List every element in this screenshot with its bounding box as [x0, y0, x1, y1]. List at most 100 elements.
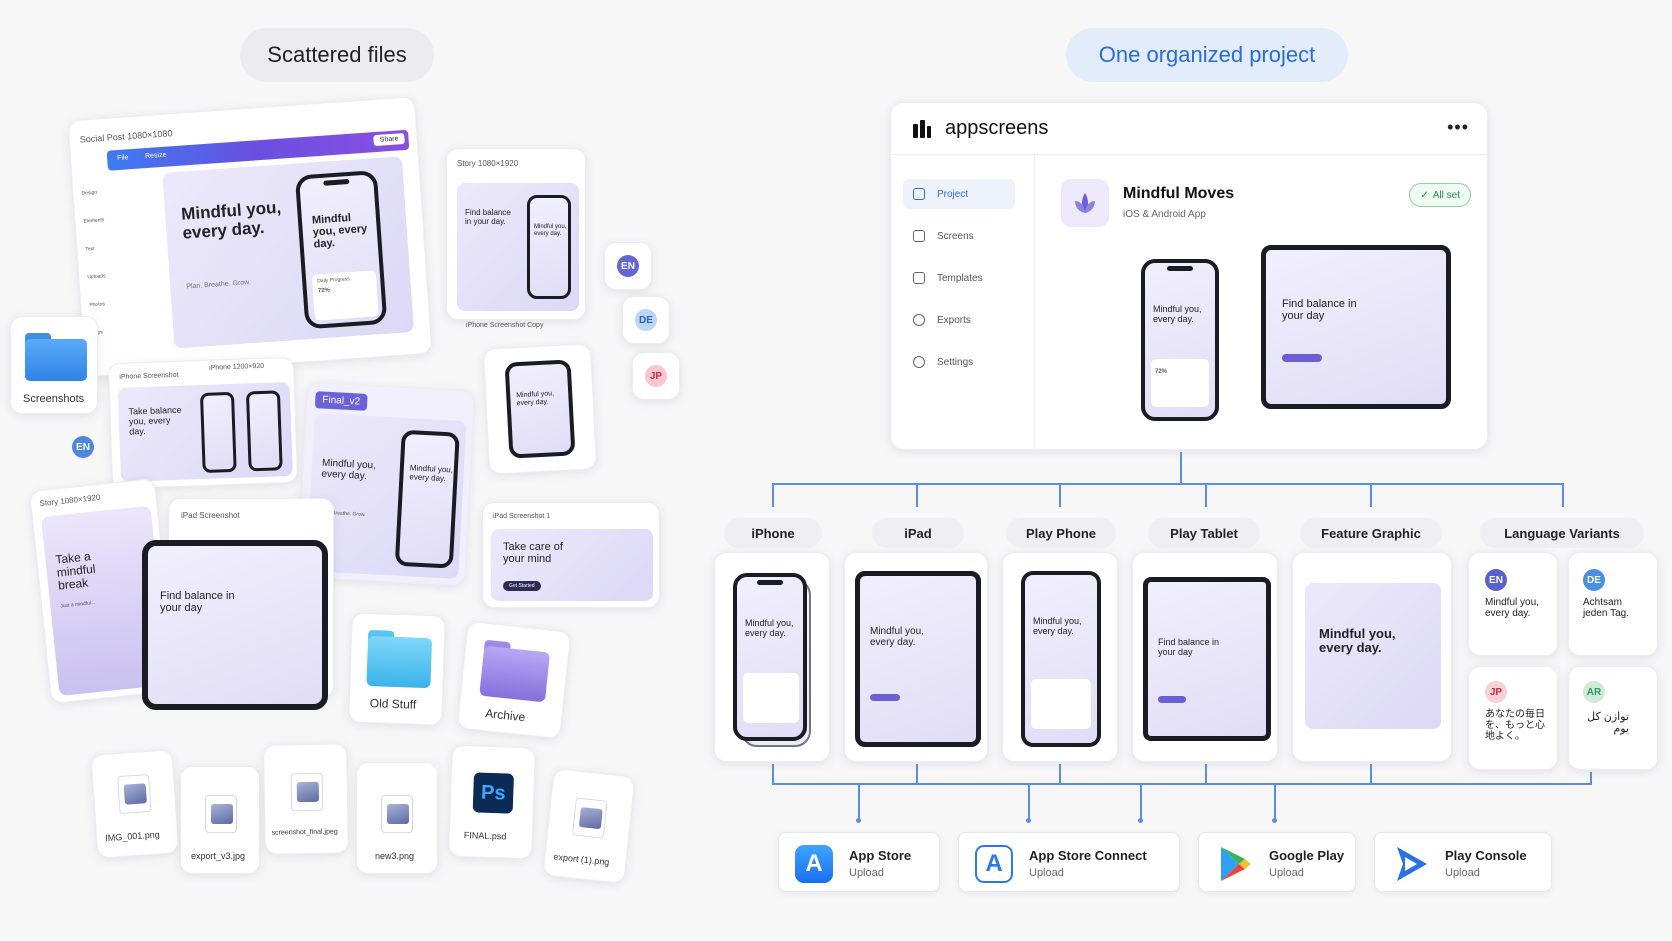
category-iphone[interactable]: iPhone — [724, 518, 822, 548]
connector-ipad — [916, 483, 918, 507]
dest-play-console[interactable]: Play Console Upload — [1374, 832, 1552, 892]
file-menu[interactable]: File — [116, 154, 129, 163]
iphone-copy-label: iPhone Screenshot Copy — [466, 322, 544, 329]
nav-templates[interactable]: Templates — [903, 263, 1015, 293]
lang-tile-de[interactable]: DE — [622, 296, 670, 344]
iphone-screenshot-headline: Take balance you, every day. — [128, 404, 182, 437]
final-v2-tag: Final_v2 — [314, 391, 368, 411]
app-window[interactable]: appscreens ••• Project Screens Templates… — [890, 102, 1489, 451]
image-file-icon — [205, 795, 237, 833]
screenshots-folder-label: Screenshots — [23, 393, 85, 405]
archive-folder[interactable]: Archive — [456, 620, 572, 740]
iphone-screenshot-card[interactable]: iPhone Screenshot iPhone 1200×920 Take b… — [107, 356, 299, 490]
card-ipad-tablet: Mindful you, every day. — [855, 571, 981, 747]
lang-tile-en[interactable]: EN — [604, 242, 652, 290]
story-phone-text: Mindful you, every day. — [534, 224, 567, 237]
file-new3-label: new3.png — [375, 851, 415, 861]
dest-connector-asc — [1028, 783, 1030, 821]
image-file-icon — [290, 772, 324, 812]
lang-variant-jp[interactable]: JP あなたの毎日を、もっと心地よく。 — [1468, 666, 1558, 770]
image-file-icon — [381, 795, 413, 833]
sidebar-text[interactable]: Text — [85, 245, 95, 253]
nav-settings-label: Settings — [937, 356, 974, 368]
file-export-1[interactable]: export (1).png — [542, 768, 636, 884]
nav-project[interactable]: Project — [903, 179, 1015, 209]
editor-canvas[interactable]: Mindful you, every day. Plan. Breathe. G… — [162, 156, 415, 349]
share-button[interactable]: Share — [373, 132, 405, 147]
lang-variant-ar-text: توازن كل يوم — [1587, 711, 1629, 736]
screenshots-folder[interactable]: Screenshots — [10, 316, 98, 414]
screens-icon — [913, 230, 925, 242]
dest-app-store-connect-name: App Store Connect — [1029, 848, 1147, 863]
file-final-psd[interactable]: Ps FINAL.psd — [448, 744, 536, 860]
file-export-v3[interactable]: export_v3.jpg — [180, 766, 260, 874]
card-ipad-headline: Mindful you, every day. — [870, 626, 924, 648]
story-card[interactable]: Story 1080×1920 Find balance in your day… — [446, 148, 586, 320]
lang-variant-jp-badge: JP — [1485, 681, 1507, 703]
iphone-screenshot-label-2: iPhone 1200×920 — [208, 362, 265, 372]
image-file-icon — [571, 797, 608, 839]
image-file-icon — [117, 773, 152, 815]
editor-window[interactable]: Social Post 1080×1080 File Resize Share … — [67, 96, 433, 378]
lang-variant-en[interactable]: EN Mindful you, every day. — [1468, 552, 1558, 656]
file-img001[interactable]: IMG_001.png — [90, 749, 180, 859]
dest-connector-gplay — [1274, 783, 1276, 821]
phone-notch — [1167, 266, 1193, 271]
sidebar-elements[interactable]: Elements — [83, 217, 105, 225]
project-header: Mindful Moves iOS & Android App ✓All set — [1061, 179, 1471, 229]
sidebar-photos[interactable]: Photos — [89, 301, 106, 309]
bottom-connector-languages — [1590, 772, 1592, 784]
lang-badge-en-2: EN — [72, 436, 94, 458]
card-ipad[interactable]: Mindful you, every day. — [844, 552, 988, 762]
sidebar-uploads[interactable]: Uploads — [87, 273, 106, 281]
bottom-connector-feature — [1370, 764, 1372, 784]
lang-variant-de-text: Achtsam jeden Tag. — [1583, 597, 1629, 619]
story-canvas: Find balance in your day. Mindful you, e… — [457, 183, 579, 311]
card-play-tablet-button — [1158, 696, 1186, 703]
progress-value: 72% — [317, 287, 331, 295]
ipad-shot1-card[interactable]: iPad Screenshot 1 Take care of your mind… — [482, 502, 660, 608]
category-ipad[interactable]: iPad — [872, 518, 964, 548]
file-export-1-label: export (1).png — [553, 851, 610, 868]
sidebar-design[interactable]: Design — [81, 189, 98, 197]
ipad-shot1-button[interactable]: Get Started — [503, 581, 541, 591]
app-progress-value: 72% — [1155, 369, 1168, 375]
dest-app-store-name: App Store — [849, 848, 912, 863]
card-play-tablet[interactable]: Find balance in your day — [1132, 552, 1278, 762]
resize-menu[interactable]: Resize — [144, 151, 167, 161]
dest-app-store-connect[interactable]: A App Store Connect Upload — [958, 832, 1180, 892]
category-feature-graphic[interactable]: Feature Graphic — [1300, 518, 1442, 548]
file-new3[interactable]: new3.png — [356, 762, 438, 874]
lang-variant-de[interactable]: DE Achtsam jeden Tag. — [1568, 552, 1658, 656]
nav-exports[interactable]: Exports — [903, 305, 1015, 335]
lang-variant-ar[interactable]: AR توازن كل يوم — [1568, 666, 1658, 770]
old-stuff-folder[interactable]: Old Stuff — [348, 612, 446, 726]
photoshop-icon: Ps — [472, 772, 514, 814]
lang-tile-jp[interactable]: JP — [632, 352, 680, 400]
card-play-tablet-tablet: Find balance in your day — [1143, 577, 1271, 741]
editor-tagline: Plan. Breathe. Grow. — [186, 279, 252, 291]
nav-screens[interactable]: Screens — [903, 221, 1015, 251]
feature-headline: Mindful you, every day. — [1319, 626, 1396, 656]
connector-trunk — [1180, 452, 1182, 484]
file-screenshot-final[interactable]: screenshot_final.jpeg — [263, 743, 349, 855]
dest-app-store[interactable]: A App Store Upload — [778, 832, 940, 892]
card-play-phone[interactable]: Mindful you, every day. — [1002, 552, 1118, 762]
lang-badge-de: DE — [635, 309, 657, 331]
dest-google-play[interactable]: Google Play Upload — [1198, 832, 1356, 892]
category-play-tablet[interactable]: Play Tablet — [1148, 518, 1260, 548]
more-menu-icon[interactable]: ••• — [1447, 117, 1469, 137]
lang-badge-jp: JP — [645, 365, 667, 387]
card-iphone[interactable]: Mindful you, every day. — [714, 552, 830, 762]
nav-settings[interactable]: Settings — [903, 347, 1015, 377]
category-play-phone[interactable]: Play Phone — [1006, 518, 1116, 548]
card-play-phone-headline: Mindful you, every day. — [1033, 616, 1082, 636]
iphone-small-card[interactable]: Mindful you, every day. — [482, 343, 598, 475]
category-language-variants[interactable]: Language Variants — [1480, 518, 1644, 548]
dest-google-play-sub: Upload — [1269, 867, 1304, 879]
file-export-v3-label: export_v3.jpg — [191, 851, 246, 861]
project-name: Mindful Moves — [1123, 185, 1235, 202]
editor-doc-title: Social Post 1080×1080 — [79, 128, 173, 145]
connector-playphone — [1059, 483, 1061, 507]
card-feature-graphic[interactable]: Mindful you, every day. — [1292, 552, 1452, 762]
